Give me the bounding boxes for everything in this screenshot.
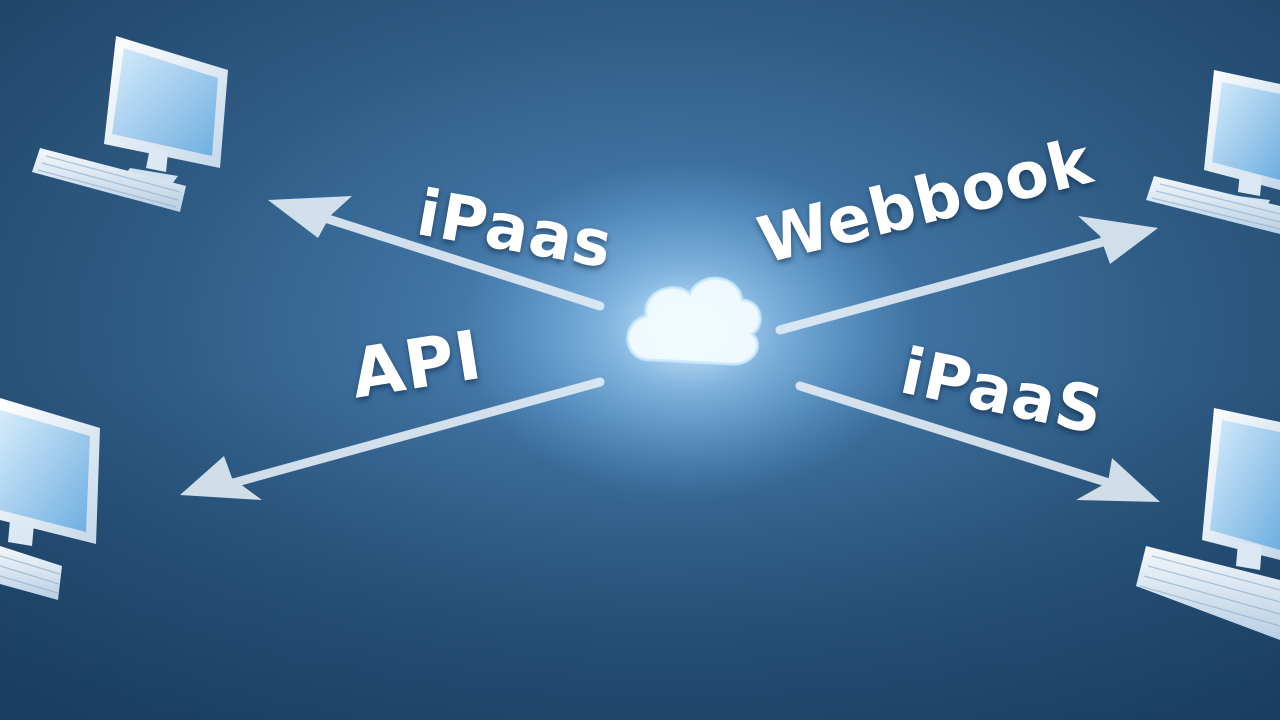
- arrow-icon-top-left: [268, 196, 605, 311]
- computer-icon-bottom-right: [1136, 408, 1280, 640]
- arrow-icon-top-right: [775, 216, 1158, 335]
- computer-icon-top-right: [1146, 70, 1280, 234]
- arrow-icon-bottom-right: [795, 381, 1160, 502]
- cloud-icon: [626, 276, 762, 366]
- arrow-icon-bottom-left: [180, 377, 605, 500]
- computer-icon-top-left: [32, 36, 228, 212]
- computer-icon-bottom-left: [0, 398, 100, 600]
